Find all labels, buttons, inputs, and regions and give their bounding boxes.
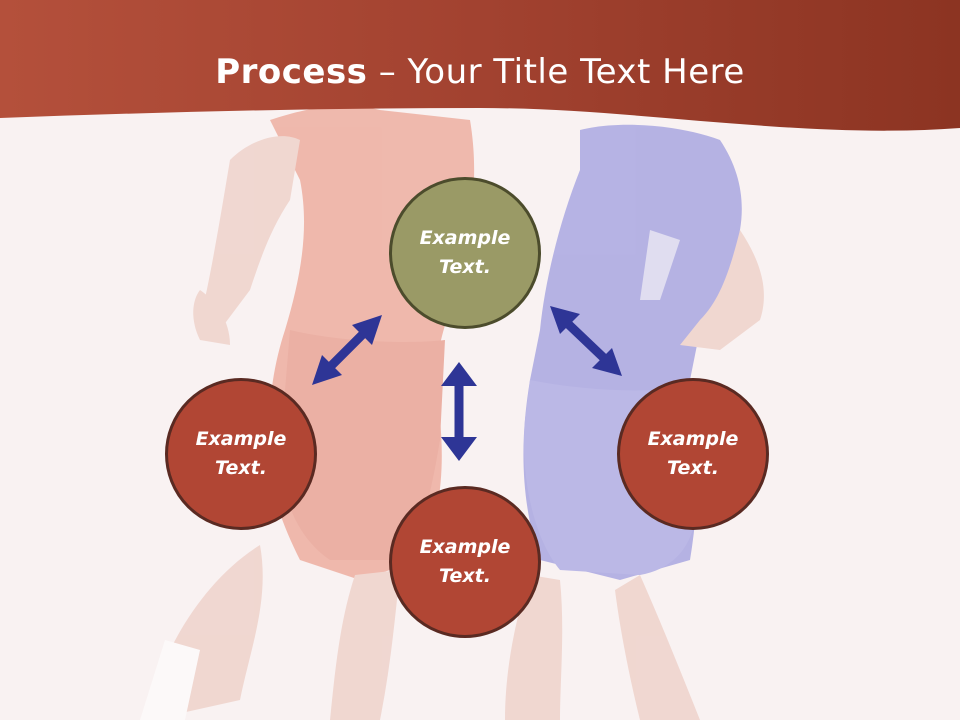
title-bold: Process [215, 52, 368, 92]
node-bottom-line1: Example [419, 536, 511, 558]
header-band [0, 0, 960, 131]
node-top-line1: Example [419, 227, 511, 249]
node-top-line2: Text. [439, 256, 491, 278]
node-right-line2: Text. [667, 457, 719, 479]
node-left-line2: Text. [215, 457, 267, 479]
node-right-line1: Example [647, 428, 739, 450]
node-bottom-line2: Text. [439, 565, 491, 587]
slide-title: Process – Your Title Text Here [0, 52, 960, 92]
title-rest: – Your Title Text Here [367, 52, 745, 92]
node-left-line1: Example [195, 428, 287, 450]
